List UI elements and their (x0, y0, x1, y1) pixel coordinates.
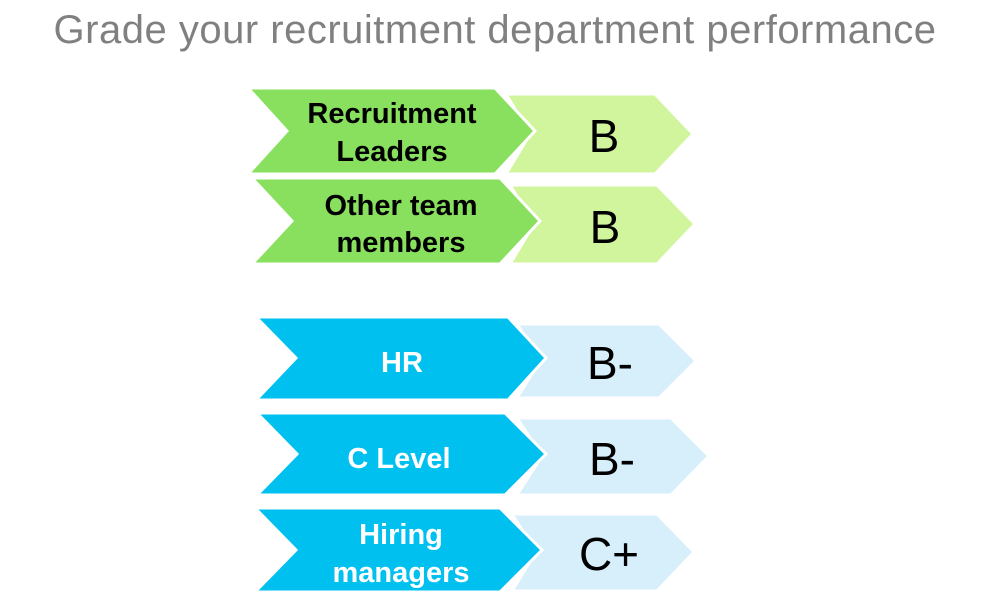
page-title: Grade your recruitment department perfor… (53, 8, 937, 52)
grade-value: C+ (579, 528, 639, 580)
label-chevron (252, 315, 549, 402)
label-chevron (253, 411, 549, 497)
row-hr: HR B- (252, 315, 699, 402)
row-c-level: C Level B- (253, 411, 712, 497)
row-label-line-1: Hiring (359, 519, 443, 551)
row-label-line-1: Other team (324, 190, 477, 222)
row-label-line-2: members (337, 227, 466, 259)
grade-value: B- (587, 337, 633, 389)
grade-value: B- (589, 433, 635, 485)
row-label-line-1: C Level (347, 443, 450, 475)
row-label-line-2: Leaders (336, 136, 447, 168)
row-other-team-members: Other team members B (248, 176, 698, 266)
label-chevron (248, 176, 543, 266)
row-hiring-managers: Hiring managers C+ (251, 506, 697, 594)
label-chevron (244, 86, 538, 176)
row-recruitment-leaders: Recruitment Leaders B (244, 86, 696, 176)
row-label-line-1: HR (381, 347, 423, 379)
label-chevron (251, 506, 545, 594)
row-label-line-1: Recruitment (307, 98, 477, 130)
row-label-line-2: managers (332, 557, 469, 589)
grade-value: B (590, 201, 621, 253)
grade-value: B (589, 110, 620, 162)
